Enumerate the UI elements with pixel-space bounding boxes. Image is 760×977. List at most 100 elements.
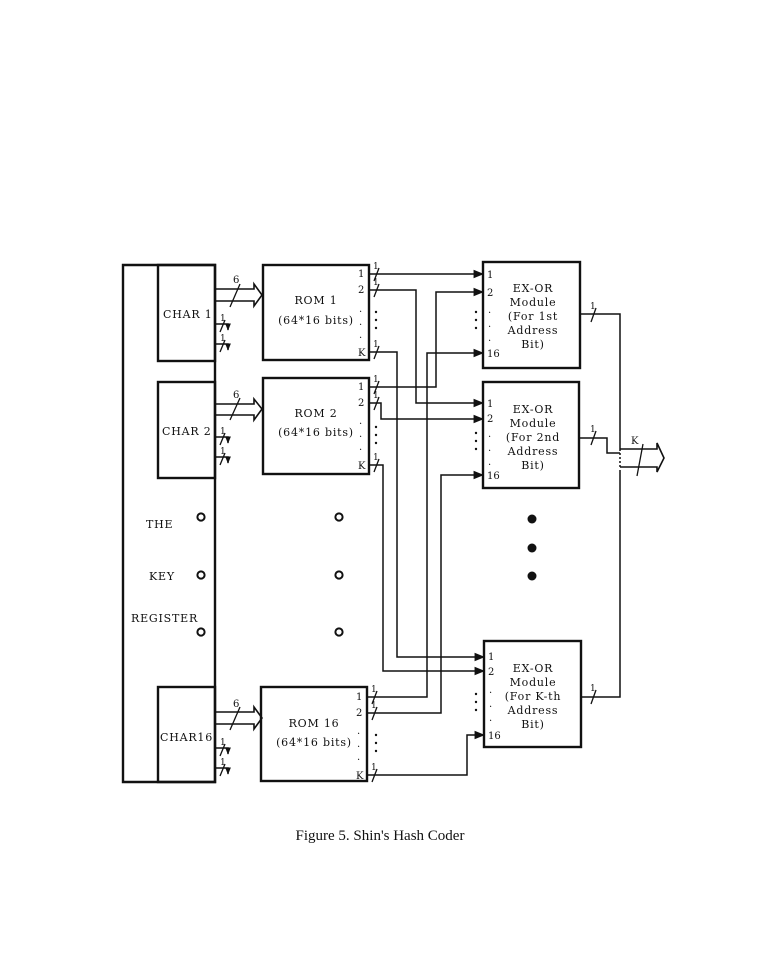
rom-1-pin-k: K: [358, 348, 366, 359]
side-output-width: 1: [220, 334, 226, 344]
char-16-label: CHAR16: [160, 731, 213, 744]
wire-rom1-2: [369, 289, 485, 408]
exor-1-line: EX-OR: [513, 282, 554, 295]
exor-2-line: Address: [507, 445, 559, 458]
ellipsis-circle: [196, 512, 206, 522]
bus-char2-rom2: 6: [215, 390, 264, 423]
wire-width-label: 1: [371, 685, 377, 695]
wire-width-label: 1: [373, 391, 379, 401]
svg-text:.: .: [357, 726, 360, 737]
svg-text:.: .: [488, 457, 491, 468]
rom-2-name: ROM 2: [294, 407, 337, 420]
exor-k-line: EX-OR: [513, 662, 554, 675]
wire-rom2-1: [369, 287, 485, 388]
rom-16-name: ROM 16: [289, 717, 340, 730]
rom-1-size: (64*16 bits): [278, 314, 354, 327]
svg-text:.: .: [488, 305, 491, 316]
ellipsis-dot: [527, 571, 537, 581]
rom-2: ROM 2 (64*16 bits) 1 2 ... K: [261, 376, 371, 476]
ellipsis-circle: [196, 570, 206, 580]
exor-2-input-16: 16: [487, 471, 500, 482]
rom-2-pin-k: K: [358, 461, 366, 472]
wire-width-label: 1: [373, 278, 379, 288]
svg-text:.: .: [489, 713, 492, 724]
ellipsis-circle: [334, 512, 344, 522]
bus-width-label: 6: [233, 390, 239, 401]
rom-output-ellipsis: [374, 310, 378, 753]
wire-width-label: 1: [590, 684, 596, 694]
exor-1-input-2: 2: [487, 288, 493, 299]
key-register-label-the: THE: [146, 518, 173, 531]
wire-exork-out: [581, 470, 621, 698]
exor-k-line: Address: [507, 704, 559, 717]
exor-k-box: [482, 639, 583, 749]
rom-1-pin-2: 2: [358, 285, 364, 296]
exor-k-input-2: 2: [488, 667, 494, 678]
exor-2-line: Module: [510, 417, 557, 430]
exor-1-line: Bit): [521, 338, 545, 351]
char-16-block: CHAR16: [156, 685, 217, 784]
exor-2-line: (For 2nd: [506, 431, 560, 444]
exor-k-line: (For K-th: [505, 690, 562, 703]
exor-module-1st: EX-OR Module (For 1st Address Bit) 1 2 .…: [481, 260, 582, 370]
rom-output-width-marks: 1 1 1 1 1 1 1 1 1: [371, 262, 380, 783]
svg-text:.: .: [489, 685, 492, 696]
svg-text:.: .: [357, 752, 360, 763]
char-2-box: [156, 380, 217, 480]
exor-input-ellipsis: [474, 310, 478, 712]
wire-width-label: 1: [371, 763, 377, 773]
svg-text:.: .: [359, 317, 362, 328]
svg-text:.: .: [488, 319, 491, 330]
exor-1-input-16: 16: [487, 349, 500, 360]
wire-width-label: 1: [373, 340, 379, 350]
side-output-width: 1: [220, 314, 226, 324]
rom-2-pin-1: 1: [358, 382, 364, 393]
exor-1-line: Module: [510, 296, 557, 309]
rom-to-exor-wiring: [367, 269, 486, 776]
exor-k-line: Bit): [521, 718, 545, 731]
svg-text:.: .: [489, 699, 492, 710]
svg-text:.: .: [359, 330, 362, 341]
figure-caption: Figure 5. Shin's Hash Coder: [295, 828, 465, 844]
svg-text:.: .: [359, 429, 362, 440]
rom-16-pin-1: 1: [356, 692, 362, 703]
wire-rom16-k: [367, 730, 486, 776]
exor-module-kth: EX-OR Module (For K-th Address Bit) 1 2 …: [482, 639, 583, 749]
side-output-width: 1: [220, 427, 226, 437]
exor-1-line: Address: [507, 324, 559, 337]
exor-k-input-16: 16: [488, 731, 501, 742]
exor-k-input-1: 1: [488, 652, 494, 663]
svg-text:.: .: [359, 442, 362, 453]
rom-1-box: [261, 263, 371, 362]
char-16-box: [156, 685, 217, 784]
char-1-label: CHAR 1: [163, 308, 213, 321]
svg-text:.: .: [359, 416, 362, 427]
exor-2-input-1: 1: [487, 399, 493, 410]
rom-1: ROM 1 (64*16 bits) 1 2 ... K: [261, 263, 371, 362]
exor-2-line: Bit): [521, 459, 545, 472]
svg-text:.: .: [488, 429, 491, 440]
wire-exor1-out: [580, 313, 621, 449]
exor-outputs: 1 1 1: [579, 302, 621, 705]
rom-16-pin-2: 2: [356, 708, 362, 719]
wire-width-label: 1: [371, 701, 377, 711]
char-1-box: [156, 263, 217, 363]
rom-1-name: ROM 1: [294, 294, 337, 307]
rom-16-pin-k: K: [356, 771, 364, 782]
ellipsis-circle: [334, 570, 344, 580]
rom-16-size: (64*16 bits): [276, 736, 352, 749]
rom-16: ROM 16 (64*16 bits) 1 2 ... K: [259, 685, 369, 783]
wire-width-label: 1: [373, 453, 379, 463]
exor-1-box: [481, 260, 582, 370]
exor-2-input-2: 2: [487, 414, 493, 425]
rom-16-box: [259, 685, 369, 783]
wire-width-label: 1: [373, 262, 379, 272]
ellipsis-circle: [334, 627, 344, 637]
bus-width-label: 6: [233, 699, 239, 710]
svg-text:.: .: [357, 739, 360, 750]
svg-text:.: .: [359, 304, 362, 315]
side-output-width: 1: [220, 447, 226, 457]
char-2-block: CHAR 2: [156, 380, 217, 480]
bus-char1-rom1: 6: [215, 275, 263, 309]
